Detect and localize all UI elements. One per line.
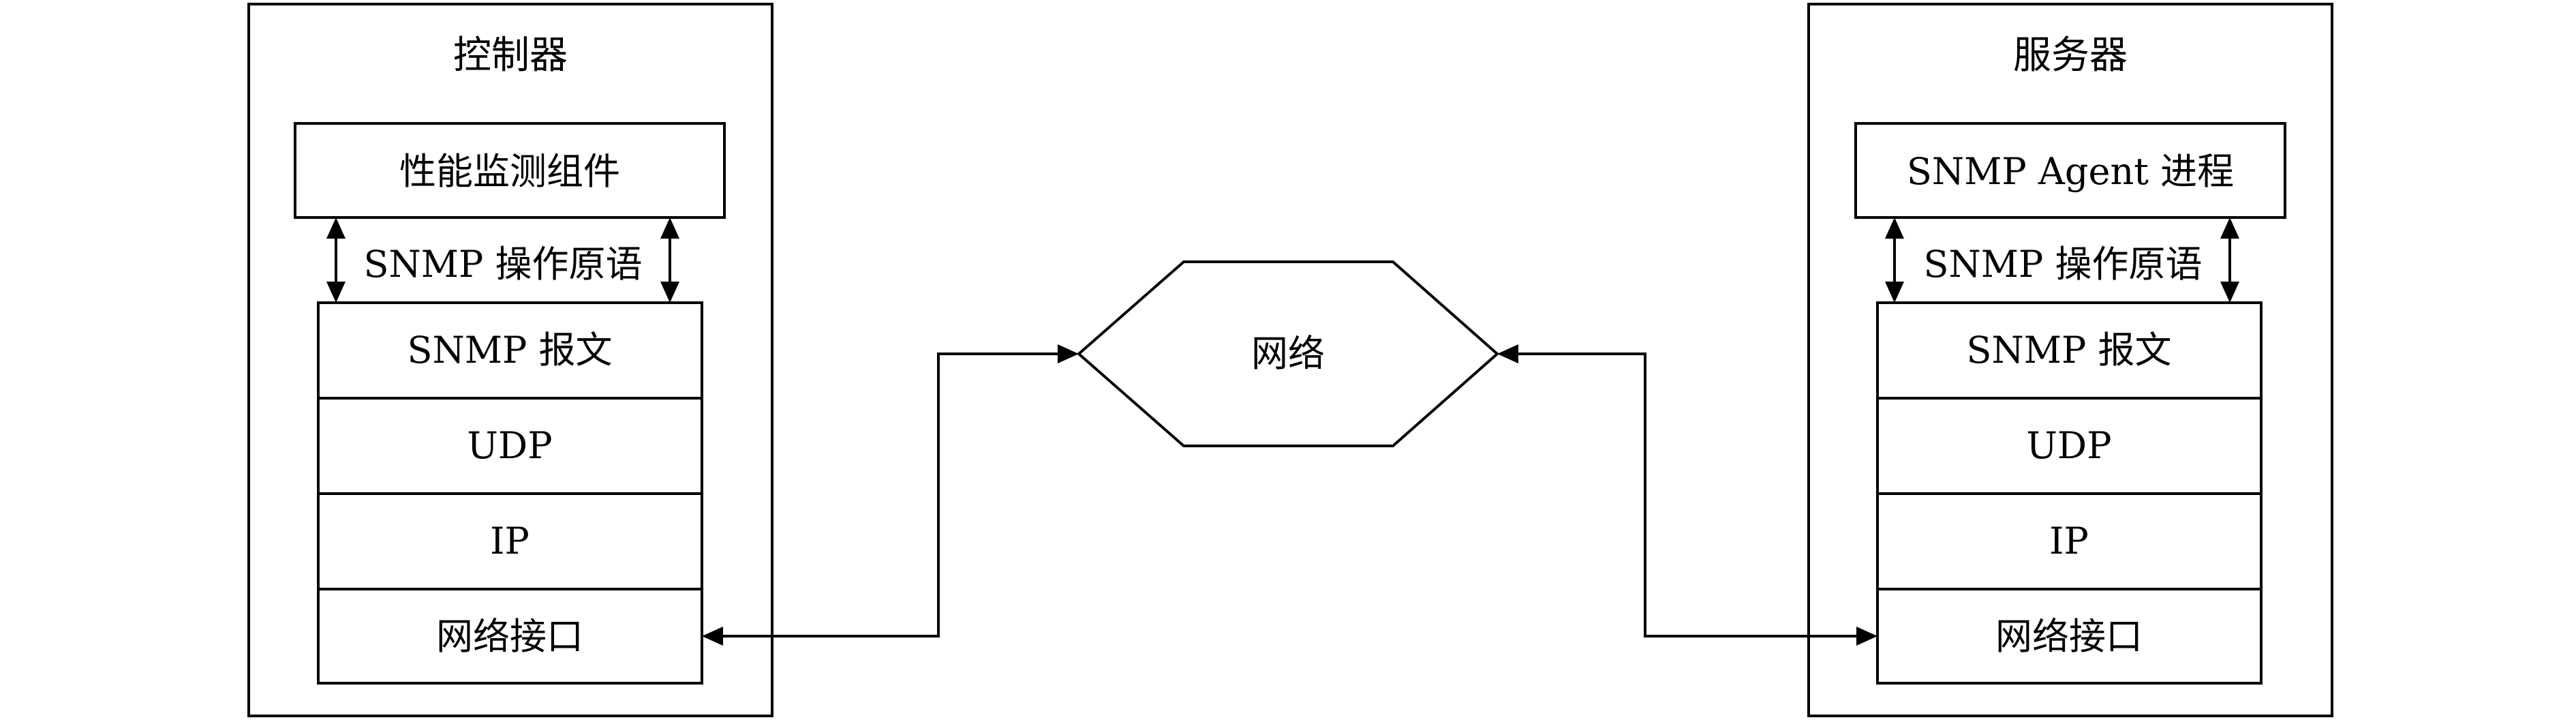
server-stack-snmp-box bbox=[1876, 301, 2263, 400]
server-stack-udp-label: UDP bbox=[2026, 424, 2111, 467]
server-stack-snmp-label: SNMP 报文 bbox=[1966, 329, 2171, 372]
connector-arrowhead-network-left bbox=[1058, 344, 1079, 363]
server-frame bbox=[1807, 3, 2333, 717]
controller-title: 控制器 bbox=[453, 33, 568, 78]
controller-left-double-arrow bbox=[326, 217, 346, 303]
server-left-double-arrow bbox=[1885, 217, 1904, 303]
controller-stack-netif-box bbox=[317, 588, 703, 685]
network-label: 网络 bbox=[1251, 332, 1325, 375]
server-group: 服务器 SNMP Agent 进程 SNMP 操作原语 SNMP 报文 UDP … bbox=[1807, 3, 2333, 717]
controller-network-connector bbox=[702, 344, 1079, 646]
controller-stack-snmp-label: SNMP 报文 bbox=[407, 329, 612, 372]
server-network-connector bbox=[1497, 344, 1877, 646]
server-primitive-label: SNMP 操作原语 bbox=[1923, 243, 2202, 286]
connector-arrowhead-controller bbox=[702, 627, 723, 646]
connector-arrowhead-network-right bbox=[1497, 344, 1518, 363]
controller-stack-ip-label: IP bbox=[490, 520, 530, 562]
controller-stack-ip-box bbox=[317, 492, 703, 590]
controller-component-box bbox=[294, 122, 726, 219]
controller-right-double-arrow bbox=[660, 217, 679, 303]
server-component-box bbox=[1854, 122, 2286, 219]
connector-arrowhead-server bbox=[1856, 627, 1877, 646]
server-stack-udp-box bbox=[1876, 397, 2263, 495]
controller-frame bbox=[247, 3, 773, 717]
controller-component-label: 性能监测组件 bbox=[399, 150, 620, 193]
server-stack-netif-label: 网络接口 bbox=[1995, 615, 2143, 658]
controller-stack-snmp-box bbox=[317, 301, 703, 400]
server-stack-netif-box bbox=[1876, 588, 2263, 685]
server-right-double-arrow bbox=[2220, 217, 2239, 303]
controller-group: 控制器 性能监测组件 SNMP 操作原语 SNMP 报文 UDP IP 网络接口 bbox=[247, 3, 773, 717]
controller-stack-udp-box bbox=[317, 397, 703, 495]
server-stack-ip-label: IP bbox=[2049, 520, 2089, 562]
network-group: 网络 bbox=[1076, 260, 1500, 447]
controller-stack-netif-label: 网络接口 bbox=[436, 615, 583, 658]
server-stack-ip-box bbox=[1876, 492, 2263, 590]
server-component-label: SNMP Agent 进程 bbox=[1907, 150, 2234, 193]
controller-primitive-label: SNMP 操作原语 bbox=[363, 243, 642, 286]
controller-stack-udp-label: UDP bbox=[467, 424, 552, 467]
server-title: 服务器 bbox=[2013, 33, 2128, 78]
